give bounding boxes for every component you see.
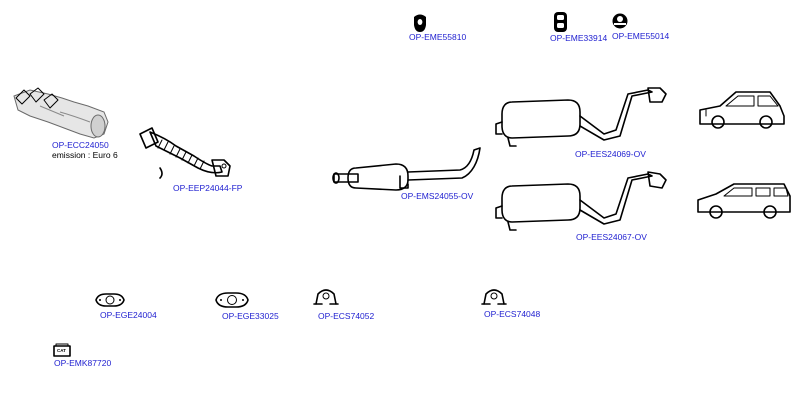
- centre-silencer-icon[interactable]: [332, 147, 481, 191]
- flange-gasket-icon[interactable]: [215, 292, 249, 308]
- clamp-icon[interactable]: [481, 289, 507, 305]
- part-code-OP-ECS74048[interactable]: OP-ECS74048: [484, 309, 541, 319]
- clamp-icon[interactable]: [313, 289, 339, 305]
- flange-gasket-icon[interactable]: [95, 293, 125, 307]
- rubber-mount-icon[interactable]: [554, 12, 567, 32]
- part-code-OP-EES24069-OV[interactable]: OP-EES24069-OV: [575, 149, 646, 159]
- part-code-OP-EME55810[interactable]: OP-EME55810: [409, 32, 467, 42]
- part-code-OP-ECC24050[interactable]: OP-ECC24050: [52, 140, 109, 150]
- fitting-kit-icon[interactable]: [53, 343, 71, 357]
- rear-silencer-icon[interactable]: [495, 171, 667, 231]
- part-code-OP-EES24067-OV[interactable]: OP-EES24067-OV: [576, 232, 647, 242]
- rear-silencer-icon[interactable]: [495, 87, 667, 147]
- fitting-kit-badge: CAT: [57, 348, 66, 353]
- rubber-mount-icon[interactable]: [612, 13, 628, 29]
- part-code-OP-EMS24055-OV[interactable]: OP-EMS24055-OV: [401, 191, 474, 201]
- part-code-OP-EEP24044-FP[interactable]: OP-EEP24044-FP: [173, 183, 243, 193]
- rubber-mount-icon[interactable]: [414, 14, 426, 33]
- hatchback-car-icon[interactable]: [699, 91, 785, 129]
- manifold-catalyst-icon[interactable]: [13, 87, 109, 139]
- flex-pipe-icon[interactable]: [139, 127, 231, 179]
- estate-car-icon[interactable]: [697, 183, 791, 219]
- part-code-OP-EME55014[interactable]: OP-EME55014: [612, 31, 670, 41]
- emission-standard-note: emission : Euro 6: [52, 150, 118, 160]
- part-code-OP-EMK87720[interactable]: OP-EMK87720: [54, 358, 112, 368]
- part-code-OP-EGE33025[interactable]: OP-EGE33025: [222, 311, 279, 321]
- part-code-OP-ECS74052[interactable]: OP-ECS74052: [318, 311, 375, 321]
- part-code-OP-EGE24004[interactable]: OP-EGE24004: [100, 310, 157, 320]
- part-code-OP-EME33914[interactable]: OP-EME33914: [550, 33, 608, 43]
